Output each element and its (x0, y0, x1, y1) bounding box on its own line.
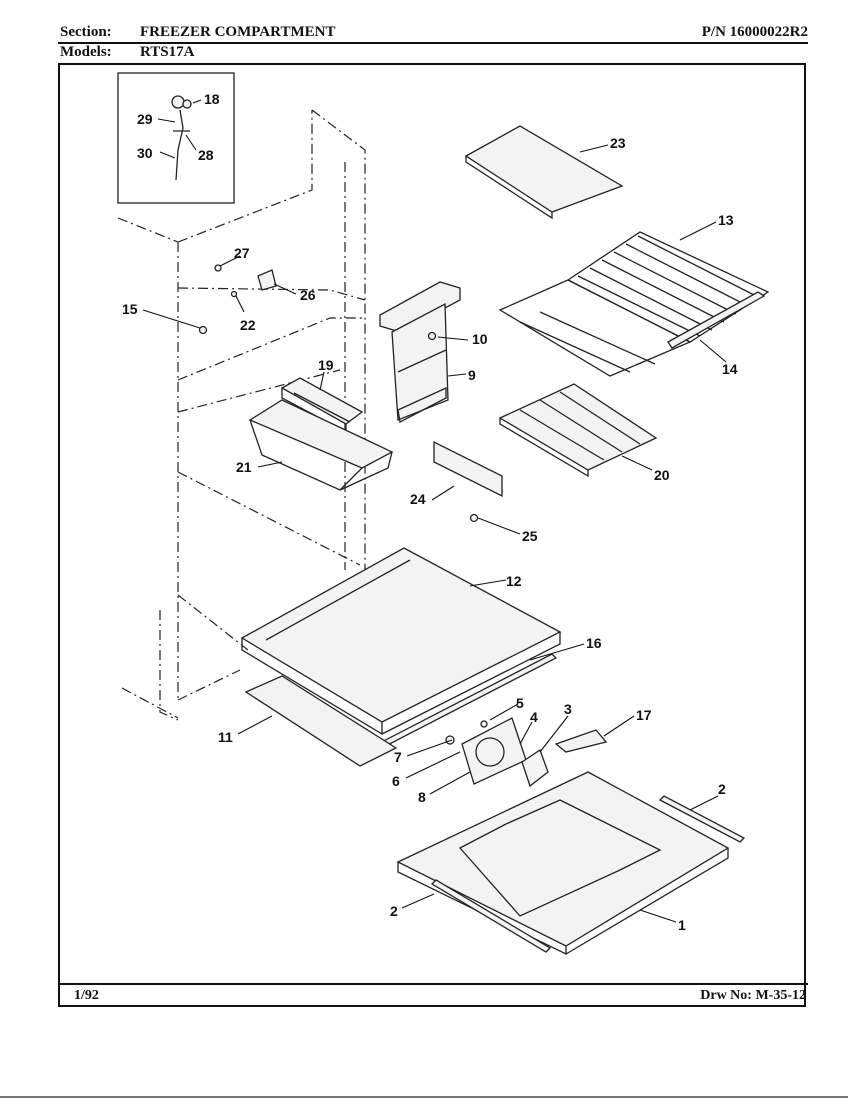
part-23-cover (464, 125, 624, 220)
callout-5: 5 (516, 695, 524, 711)
section-row: Section: FREEZER COMPARTMENT (60, 24, 335, 41)
callout-21: 21 (236, 459, 252, 475)
inset-box (117, 72, 235, 204)
part-2-rails (430, 795, 746, 953)
callout-20: 20 (654, 467, 670, 483)
header-rule (58, 42, 808, 44)
part-13-wire-shelf (498, 231, 770, 377)
callout-28: 28 (198, 147, 214, 163)
part-19-ice-tray (280, 377, 364, 434)
footer-date: 1/92 (74, 988, 99, 1003)
callout-27: 27 (234, 245, 250, 261)
callout-12: 12 (506, 573, 522, 589)
callout-29: 29 (137, 111, 153, 127)
callout-17: 17 (636, 707, 652, 723)
part-11-plate (244, 675, 398, 767)
callout-9: 9 (468, 367, 476, 383)
callout-3: 3 (564, 701, 572, 717)
part-1-base (396, 771, 730, 956)
leader-lines (142, 99, 727, 923)
models-row: Models: RTS17A (60, 44, 195, 61)
callout-15: 15 (122, 301, 138, 317)
callout-numbers: 18 29 30 28 23 13 27 26 22 15 10 14 19 9… (122, 91, 738, 933)
callout-19: 19 (318, 357, 334, 373)
small-fasteners (198, 264, 277, 335)
page-edge-line (0, 1096, 848, 1098)
section-value: FREEZER COMPARTMENT (140, 24, 336, 40)
drawing-frame (58, 63, 806, 1007)
callout-16: 16 (586, 635, 602, 651)
callout-14: 14 (722, 361, 738, 377)
callout-4: 4 (530, 709, 538, 725)
callout-8: 8 (418, 789, 426, 805)
callout-13: 13 (718, 212, 734, 228)
part-12-shelf (240, 547, 562, 736)
part-17 (554, 729, 608, 753)
models-value: RTS17A (140, 44, 195, 60)
part-number: P/N 16000022R2 (701, 24, 808, 40)
part-14-rail (667, 291, 766, 349)
callout-18: 18 (204, 91, 220, 107)
callout-10: 10 (472, 331, 488, 347)
callout-2-left: 2 (390, 903, 398, 919)
callout-23: 23 (610, 135, 626, 151)
callout-30: 30 (137, 145, 153, 161)
fan-assembly (445, 717, 549, 788)
callout-26: 26 (300, 287, 316, 303)
callout-22: 22 (240, 317, 256, 333)
callout-6: 6 (392, 773, 400, 789)
header: Section: FREEZER COMPARTMENT Models: RTS17… (60, 24, 808, 64)
callout-11: 11 (218, 729, 233, 745)
footer-rule (58, 983, 808, 985)
callout-2-right: 2 (718, 781, 726, 797)
callout-7: 7 (394, 749, 402, 765)
part-20-basket (498, 383, 658, 478)
footer-drawing-number: Drw No: M-35-12 (700, 988, 806, 1003)
section-label: Section: (60, 24, 112, 40)
part-24-panel (433, 440, 503, 523)
callout-24: 24 (410, 491, 426, 507)
models-label: Models: (60, 44, 112, 60)
freezer-liner (117, 109, 366, 721)
part-9-duct (379, 281, 461, 423)
part-21-ice-bin (248, 399, 394, 491)
callout-25: 25 (522, 528, 538, 544)
callout-1: 1 (678, 917, 686, 933)
